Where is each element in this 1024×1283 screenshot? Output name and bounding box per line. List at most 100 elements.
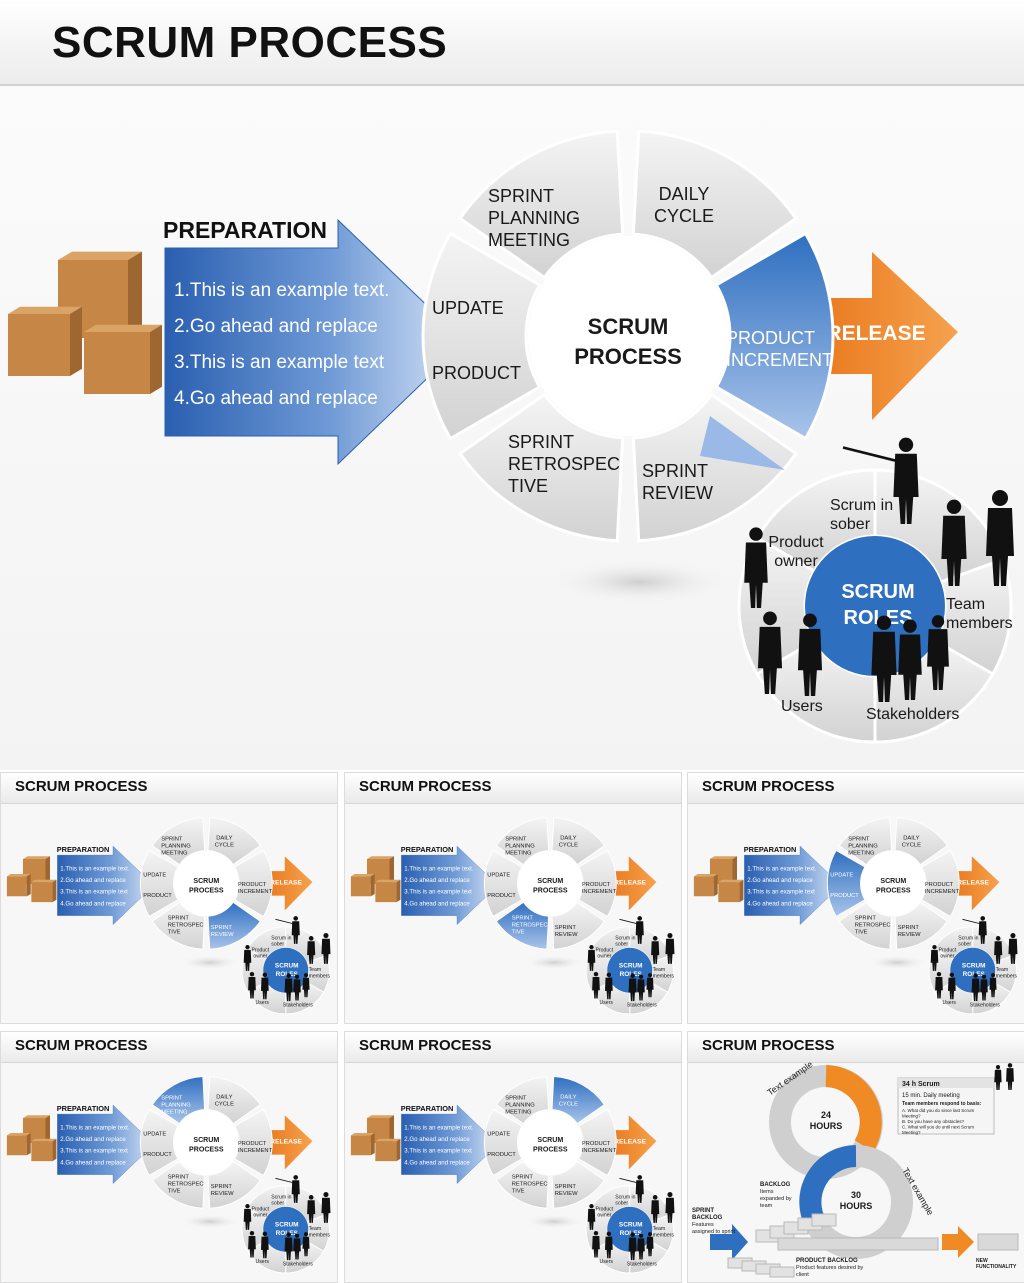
person-icon xyxy=(243,944,252,971)
cycle-label: PRODUCT xyxy=(238,1141,267,1147)
product-backlog-label: client xyxy=(796,1272,809,1278)
cycle-segment-sprint-review xyxy=(207,1160,261,1209)
role-label: owner xyxy=(253,953,267,959)
cycle-segment-daily-cycle xyxy=(207,1076,261,1125)
cycle-label: SPRINT xyxy=(898,925,920,931)
role-label: members xyxy=(996,973,1018,979)
person-icon xyxy=(980,974,988,1001)
preparation-heading: PREPARATION xyxy=(744,845,797,854)
cycle-center-label: SCRUM xyxy=(588,314,669,339)
new-functionality-label: NEW xyxy=(976,1258,988,1264)
preparation-item: 4.Go ahead and replace xyxy=(404,900,470,907)
shadow xyxy=(868,955,927,970)
cycle-segment-sprint-planning xyxy=(495,817,550,866)
person-icon xyxy=(930,944,939,971)
cycle-segment-product-increment xyxy=(714,231,835,441)
role-label: members xyxy=(653,973,675,979)
preparation-item: 2.Go ahead and replace xyxy=(60,877,126,884)
backlog-label: team xyxy=(760,1203,773,1209)
roles-center-label: SCRUM xyxy=(619,963,643,970)
cycle-segment-product-increment xyxy=(578,1108,617,1177)
person-icon xyxy=(989,973,997,998)
backlog-bar xyxy=(777,1237,939,1251)
person-icon xyxy=(307,1195,316,1223)
cycle-center xyxy=(528,236,728,436)
cycle-label: INCREMENT xyxy=(726,350,833,370)
cycle-center-label: SCRUM xyxy=(193,878,219,885)
shadow xyxy=(525,1214,584,1229)
person-icon xyxy=(947,972,956,1000)
release-label: RELEASE xyxy=(957,880,989,887)
release-label: RELEASE xyxy=(614,1139,646,1146)
role-label: sober xyxy=(615,1200,628,1206)
cycle-segment-sprint-planning xyxy=(495,1076,550,1125)
role-label: owner xyxy=(597,1212,611,1218)
cycle-segment-update-product xyxy=(483,1108,523,1177)
cycle-label: UPDATE xyxy=(143,872,166,878)
roles-center-label: SCRUM xyxy=(619,1222,643,1229)
cycle-segment-daily-cycle xyxy=(207,817,261,866)
person-icon xyxy=(275,1175,300,1203)
cycle-segment-sprint-review xyxy=(551,901,605,950)
cycle-label: REVIEW xyxy=(555,932,578,938)
cycle-label: UPDATE xyxy=(487,872,510,878)
role-label: sober xyxy=(615,941,628,947)
preparation-item: 1.This is an example text. xyxy=(404,1125,474,1132)
cycle-label: CYCLE xyxy=(215,1102,234,1108)
sprint-backlog-label: Features xyxy=(692,1222,714,1228)
preparation-item: 4.Go ahead and replace xyxy=(747,900,813,907)
person-icon xyxy=(302,973,310,998)
preparation-item: 1.This is an example text. xyxy=(747,866,817,873)
cycle-label: MEETING xyxy=(488,230,570,250)
role-label: Product xyxy=(768,534,824,551)
sprint-backlog-label: SPRINT xyxy=(692,1208,714,1214)
shadow xyxy=(550,560,730,604)
role-label: sober xyxy=(958,941,971,947)
person-icon xyxy=(307,936,316,964)
backlog-label: Items xyxy=(760,1189,774,1195)
person-icon xyxy=(302,1232,310,1257)
role-label: Scrum in xyxy=(615,1194,635,1200)
cycle-segment-product-increment xyxy=(578,849,617,918)
cycle-label: SPRINT xyxy=(848,836,870,842)
role-label: Team xyxy=(309,1226,322,1232)
sprint-backlog-label: BACKLOG xyxy=(692,1215,723,1221)
cycle-30-arc xyxy=(799,1145,857,1230)
person-icon xyxy=(1006,1063,1014,1090)
person-icon xyxy=(962,916,987,944)
hours-label: 30 xyxy=(851,1190,861,1200)
cycle-label: SPRINT xyxy=(642,461,708,481)
preparation-arrow xyxy=(401,845,499,925)
release-arrow xyxy=(805,252,958,420)
cycle-label: DAILY xyxy=(659,184,710,204)
role-label: Product xyxy=(596,947,614,953)
cycle-label: PRODUCT xyxy=(582,882,611,888)
product-backlog-label: Product features desired by xyxy=(796,1265,864,1271)
role-label: sober xyxy=(271,941,284,947)
person-icon xyxy=(797,613,823,696)
sprint-backlog-label: assigned to sprint xyxy=(692,1229,736,1235)
backlog-block xyxy=(811,1213,837,1227)
person-icon xyxy=(871,615,897,702)
backlog-arrow xyxy=(710,1224,748,1260)
page-title: SCRUM PROCESS xyxy=(52,18,448,67)
person-icon xyxy=(971,973,980,1002)
cycle-label: SPRINT xyxy=(555,925,577,931)
person-icon xyxy=(646,1232,654,1257)
scrum-box-item: Meeting? xyxy=(902,1130,921,1135)
boxes-icon xyxy=(693,856,744,903)
preparation-item: 2.Go ahead and replace xyxy=(747,877,813,884)
cycle-label: SPRINT xyxy=(855,915,877,921)
preparation-heading: PREPARATION xyxy=(57,845,110,854)
person-icon xyxy=(637,974,645,1001)
cycle-24-arc xyxy=(825,1065,882,1152)
person-icon xyxy=(260,1231,269,1259)
cycle-label: REVIEW xyxy=(898,932,921,938)
